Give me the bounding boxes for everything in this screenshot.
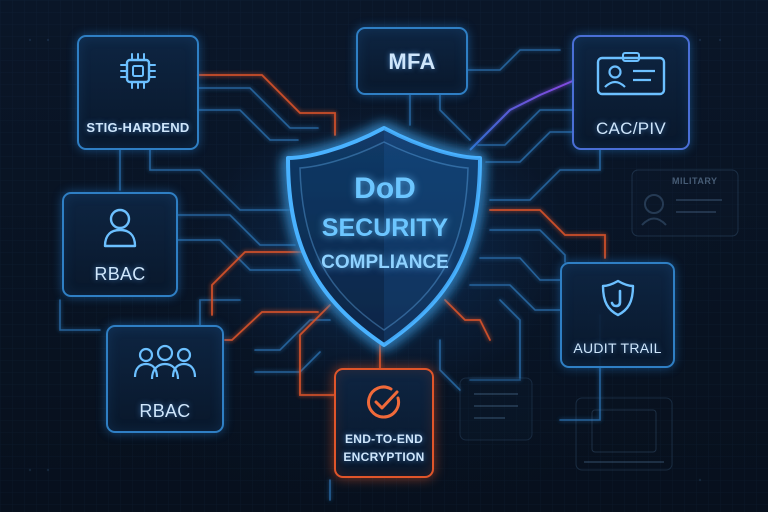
- node-label: RBAC: [139, 401, 191, 421]
- node-rbac-bottom[interactable]: RBAC: [106, 325, 224, 433]
- node-label: MFA: [388, 49, 436, 74]
- node-encryption[interactable]: END-TO-END ENCRYPTION: [334, 368, 434, 478]
- node-cac-piv[interactable]: CAC/PIV: [572, 35, 690, 150]
- node-stig-hardened[interactable]: STIG-HARDEND: [77, 35, 199, 150]
- shield-icon: [286, 126, 482, 347]
- military-card-label: MILITARY: [672, 176, 718, 186]
- node-label: CAC/PIV: [595, 119, 667, 138]
- faint-military-id-card: [631, 169, 739, 237]
- node-label-line1: END-TO-END: [344, 432, 424, 446]
- node-label: RBAC: [94, 264, 146, 284]
- blue-traces: [59, 49, 601, 501]
- faint-document-panel: [459, 377, 533, 441]
- id-card-icon: [596, 52, 666, 96]
- node-audit-trail[interactable]: AUDIT TRAIL: [560, 262, 675, 368]
- node-label-line2: ENCRYPTION: [343, 450, 425, 464]
- shield-badge-icon: [601, 279, 634, 317]
- purple-trace: [469, 79, 576, 151]
- node-mfa[interactable]: MFA: [356, 27, 468, 95]
- node-rbac-top[interactable]: RBAC: [62, 192, 178, 297]
- user-icon: [103, 208, 137, 248]
- node-label: AUDIT TRAIL: [573, 340, 662, 356]
- chip-icon: [120, 53, 156, 89]
- shield-title-line1: DoD: [354, 172, 416, 205]
- shield-title-line3: COMPLIANCE: [321, 252, 449, 273]
- node-label: STIG-HARDEND: [86, 120, 190, 135]
- user-group-icon: [133, 344, 197, 380]
- check-circle-icon: [367, 385, 401, 419]
- faint-laptop-icon: [575, 397, 673, 471]
- shield-title-line2: SECURITY: [321, 214, 449, 242]
